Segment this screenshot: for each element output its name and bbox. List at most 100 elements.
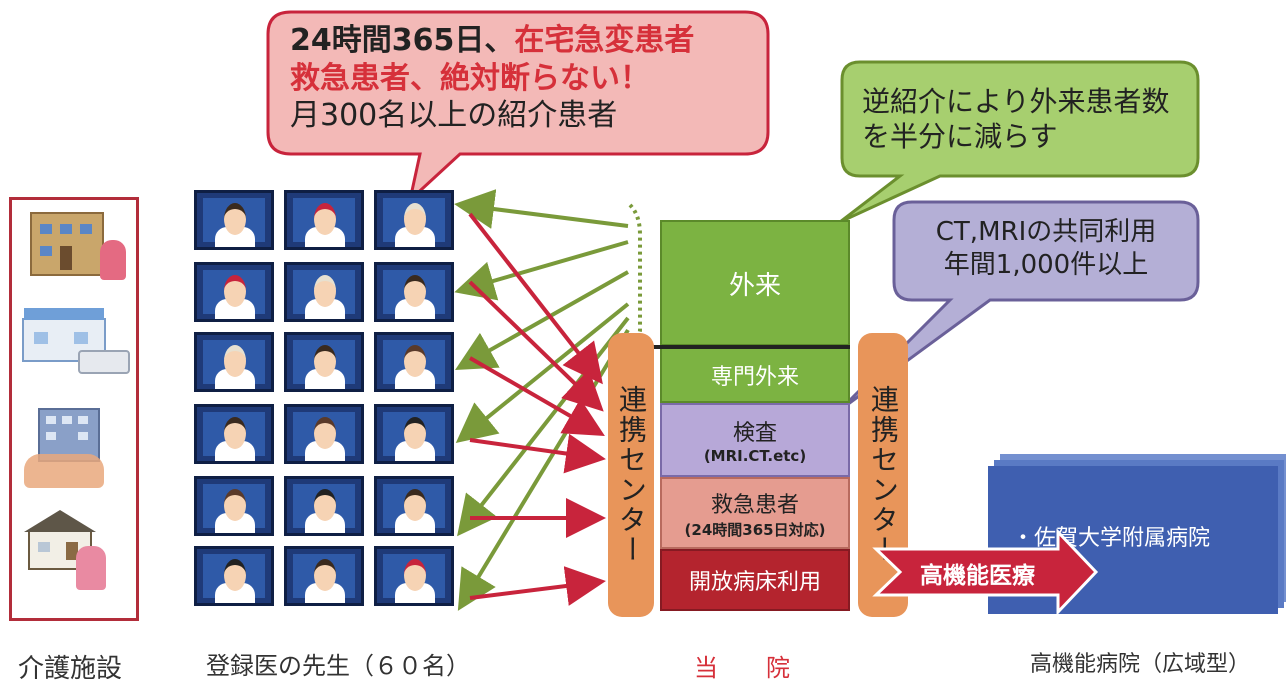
doctor-portrait-card — [284, 262, 364, 322]
purple-bubble-text: CT,MRIの共同利用 年間1,000件以上 — [908, 216, 1184, 281]
doctor-face-icon — [404, 275, 426, 307]
referral-arrow — [468, 212, 603, 385]
purple-bubble-line2: 年間1,000件以上 — [943, 249, 1149, 280]
doctor-face-icon — [404, 417, 426, 449]
advanced-hospital-label: 高機能病院（広域型） — [1030, 652, 1251, 677]
doctor-face-icon — [404, 345, 426, 377]
doctor-face-icon — [404, 559, 426, 591]
divider-line — [650, 345, 850, 349]
our-hospital-label: 当 院 — [694, 654, 790, 682]
specialty-label: 専門外来 — [710, 365, 799, 390]
doctor-face-icon — [314, 203, 336, 235]
open-beds-block: 開放病床利用 — [660, 549, 850, 611]
green-bubble-line2: を半分に減らす — [862, 120, 1058, 153]
doctor-portrait-card — [284, 190, 364, 250]
care-building-icon — [30, 212, 104, 276]
outpatient-block: 外来 — [660, 220, 850, 346]
emergency-sub-label: (24時間365日対応) — [684, 520, 826, 539]
doctor-portrait-card — [194, 262, 274, 322]
doctor-face-icon — [314, 489, 336, 521]
van-icon — [78, 350, 130, 374]
doctor-portrait-card — [374, 546, 454, 606]
university-hospital-label: ・佐賀大学附属病院 — [1012, 526, 1211, 551]
referral-arrow — [468, 356, 605, 437]
open-beds-label: 開放病床利用 — [688, 570, 821, 595]
doctor-coat-icon — [395, 583, 435, 603]
emergency-label: 救急患者 — [710, 492, 799, 518]
doctor-coat-icon — [305, 299, 345, 319]
doctor-portrait-card — [284, 546, 364, 606]
doctor-coat-icon — [215, 227, 255, 247]
caregiver-wheelchair-icon-2 — [76, 546, 106, 590]
doctor-coat-icon — [215, 441, 255, 461]
doctor-coat-icon — [215, 369, 255, 389]
emergency-block: 救急患者 (24時間365日対応) — [660, 477, 850, 549]
reverse-referral-arrow — [455, 270, 629, 370]
doctor-portrait-card — [284, 404, 364, 464]
red-bubble-text: 24時間365日、在宅急変患者 救急患者、絶対断らない！ 月300名以上の紹介患… — [290, 22, 694, 135]
doctor-coat-icon — [215, 513, 255, 533]
doctor-coat-icon — [215, 299, 255, 319]
caregiver-wheelchair-icon — [100, 240, 126, 280]
doctor-face-icon — [314, 345, 336, 377]
doctor-face-icon — [404, 489, 426, 521]
left-liaison-label: 連携センター — [615, 385, 648, 565]
doctor-portrait-card — [194, 190, 274, 250]
exam-block: 検査 (MRI.CT.etc) — [660, 403, 850, 477]
referral-arrow — [468, 280, 604, 412]
doctor-coat-icon — [305, 227, 345, 247]
doctor-face-icon — [314, 417, 336, 449]
specialty-block: 専門外来 — [660, 349, 850, 403]
doctor-coat-icon — [395, 299, 435, 319]
doctor-portrait-card — [194, 476, 274, 536]
green-bubble-text: 逆紹介により外来患者数 を半分に減らす — [862, 84, 1169, 154]
bubble-line1-red: 在宅急変患者 — [514, 23, 695, 58]
doctor-face-icon — [404, 203, 426, 235]
doctor-face-icon — [314, 275, 336, 307]
doctor-coat-icon — [305, 441, 345, 461]
bubble-line3: 月300名以上の紹介患者 — [290, 98, 618, 133]
doctor-portrait-card — [194, 332, 274, 392]
doctor-portrait-card — [374, 476, 454, 536]
referral-arrow — [469, 566, 606, 606]
doctor-coat-icon — [395, 513, 435, 533]
doctor-coat-icon — [305, 513, 345, 533]
reverse-referral-arrow — [455, 302, 630, 444]
outpatient-label: 外来 — [728, 270, 781, 301]
elderly-people-icon — [24, 454, 104, 488]
doctor-face-icon — [224, 203, 246, 235]
doctor-portrait-card — [374, 332, 454, 392]
doctor-face-icon — [224, 417, 246, 449]
doctor-portrait-card — [194, 546, 274, 606]
reverse-referral-arrow — [454, 189, 629, 229]
doctor-coat-icon — [395, 441, 435, 461]
doctor-portrait-card — [374, 404, 454, 464]
referral-arrow — [469, 433, 606, 474]
doctor-face-icon — [224, 275, 246, 307]
doctor-face-icon — [224, 489, 246, 521]
bubble-line2-red: 救急患者、絶対断らない！ — [290, 60, 650, 96]
care-facilities-panel — [9, 197, 139, 621]
apartment-building-icon — [38, 408, 100, 462]
doctor-coat-icon — [305, 369, 345, 389]
left-liaison-center: 連携センター — [608, 333, 654, 617]
registered-doctors-label: 登録医の先生（６０名） — [206, 652, 470, 680]
doctor-portrait-card — [374, 262, 454, 322]
doctor-face-icon — [224, 345, 246, 377]
doctor-coat-icon — [395, 369, 435, 389]
doctor-portrait-card — [194, 404, 274, 464]
doctor-coat-icon — [215, 583, 255, 603]
doctor-portrait-card — [374, 190, 454, 250]
doctor-portrait-card — [284, 476, 364, 536]
doctor-face-icon — [224, 559, 246, 591]
doctor-coat-icon — [395, 227, 435, 247]
exam-label: 検査 — [732, 421, 777, 446]
bubble-line1-black: 24時間365日、 — [290, 23, 515, 58]
green-bubble-line1: 逆紹介により外来患者数 — [862, 85, 1170, 118]
care-facilities-label: 介護施設 — [18, 654, 123, 684]
reverse-referral-arrow — [454, 240, 629, 301]
advanced-care-label: 高機能医療 — [920, 563, 1035, 589]
doctor-coat-icon — [305, 583, 345, 603]
